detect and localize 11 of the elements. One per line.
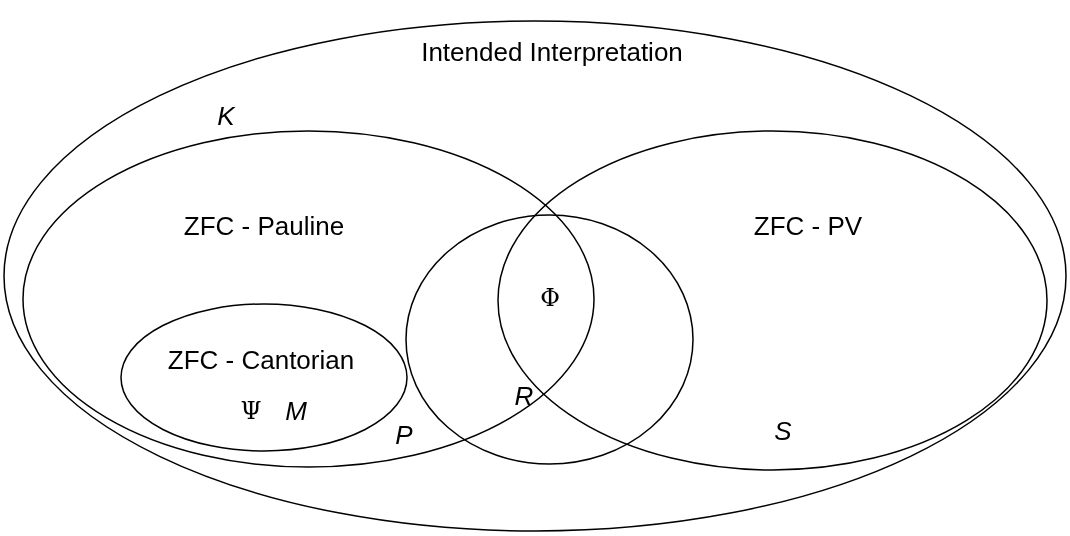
set-label: ZFC - Pauline [183,210,345,242]
region-letter: S [774,415,792,447]
greek-symbol: Ψ [240,397,262,425]
region-letter: M [285,395,307,427]
set-label: ZFC - Cantorian [167,344,355,376]
region-letter: K [217,100,235,132]
set-label: ZFC - PV [753,210,863,242]
set-symbol: Φ [540,284,560,312]
region-letter: P [395,419,413,451]
set-label: Intended Interpretation [421,36,683,68]
region-letter: R [514,380,534,412]
